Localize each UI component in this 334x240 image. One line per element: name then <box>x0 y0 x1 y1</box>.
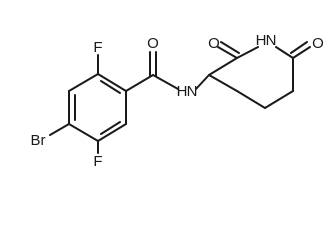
substituent-bonds <box>49 51 210 154</box>
imide-nitrogen-h-label: H <box>256 32 267 49</box>
imide-nitrogen-label: N <box>266 32 277 49</box>
bromine-label: Br <box>31 132 46 149</box>
atom-labels: O H N H N O O F F Br <box>31 32 324 168</box>
imide-oxygen-left-label: O <box>208 35 220 52</box>
amide-nitrogen-label: N <box>187 83 198 100</box>
imide-oxygen-right-label: O <box>312 35 324 52</box>
fluorine-bottom-label: F <box>93 153 102 168</box>
glutarimide-ring <box>208 41 311 109</box>
fluorine-top-label: F <box>93 39 102 56</box>
molecule-structure-diagram: O H N H N O O F F Br <box>31 32 324 168</box>
amide-nitrogen-h-label: H <box>177 83 188 100</box>
amide-oxygen-label: O <box>147 35 159 52</box>
benzene-ring <box>68 73 127 142</box>
